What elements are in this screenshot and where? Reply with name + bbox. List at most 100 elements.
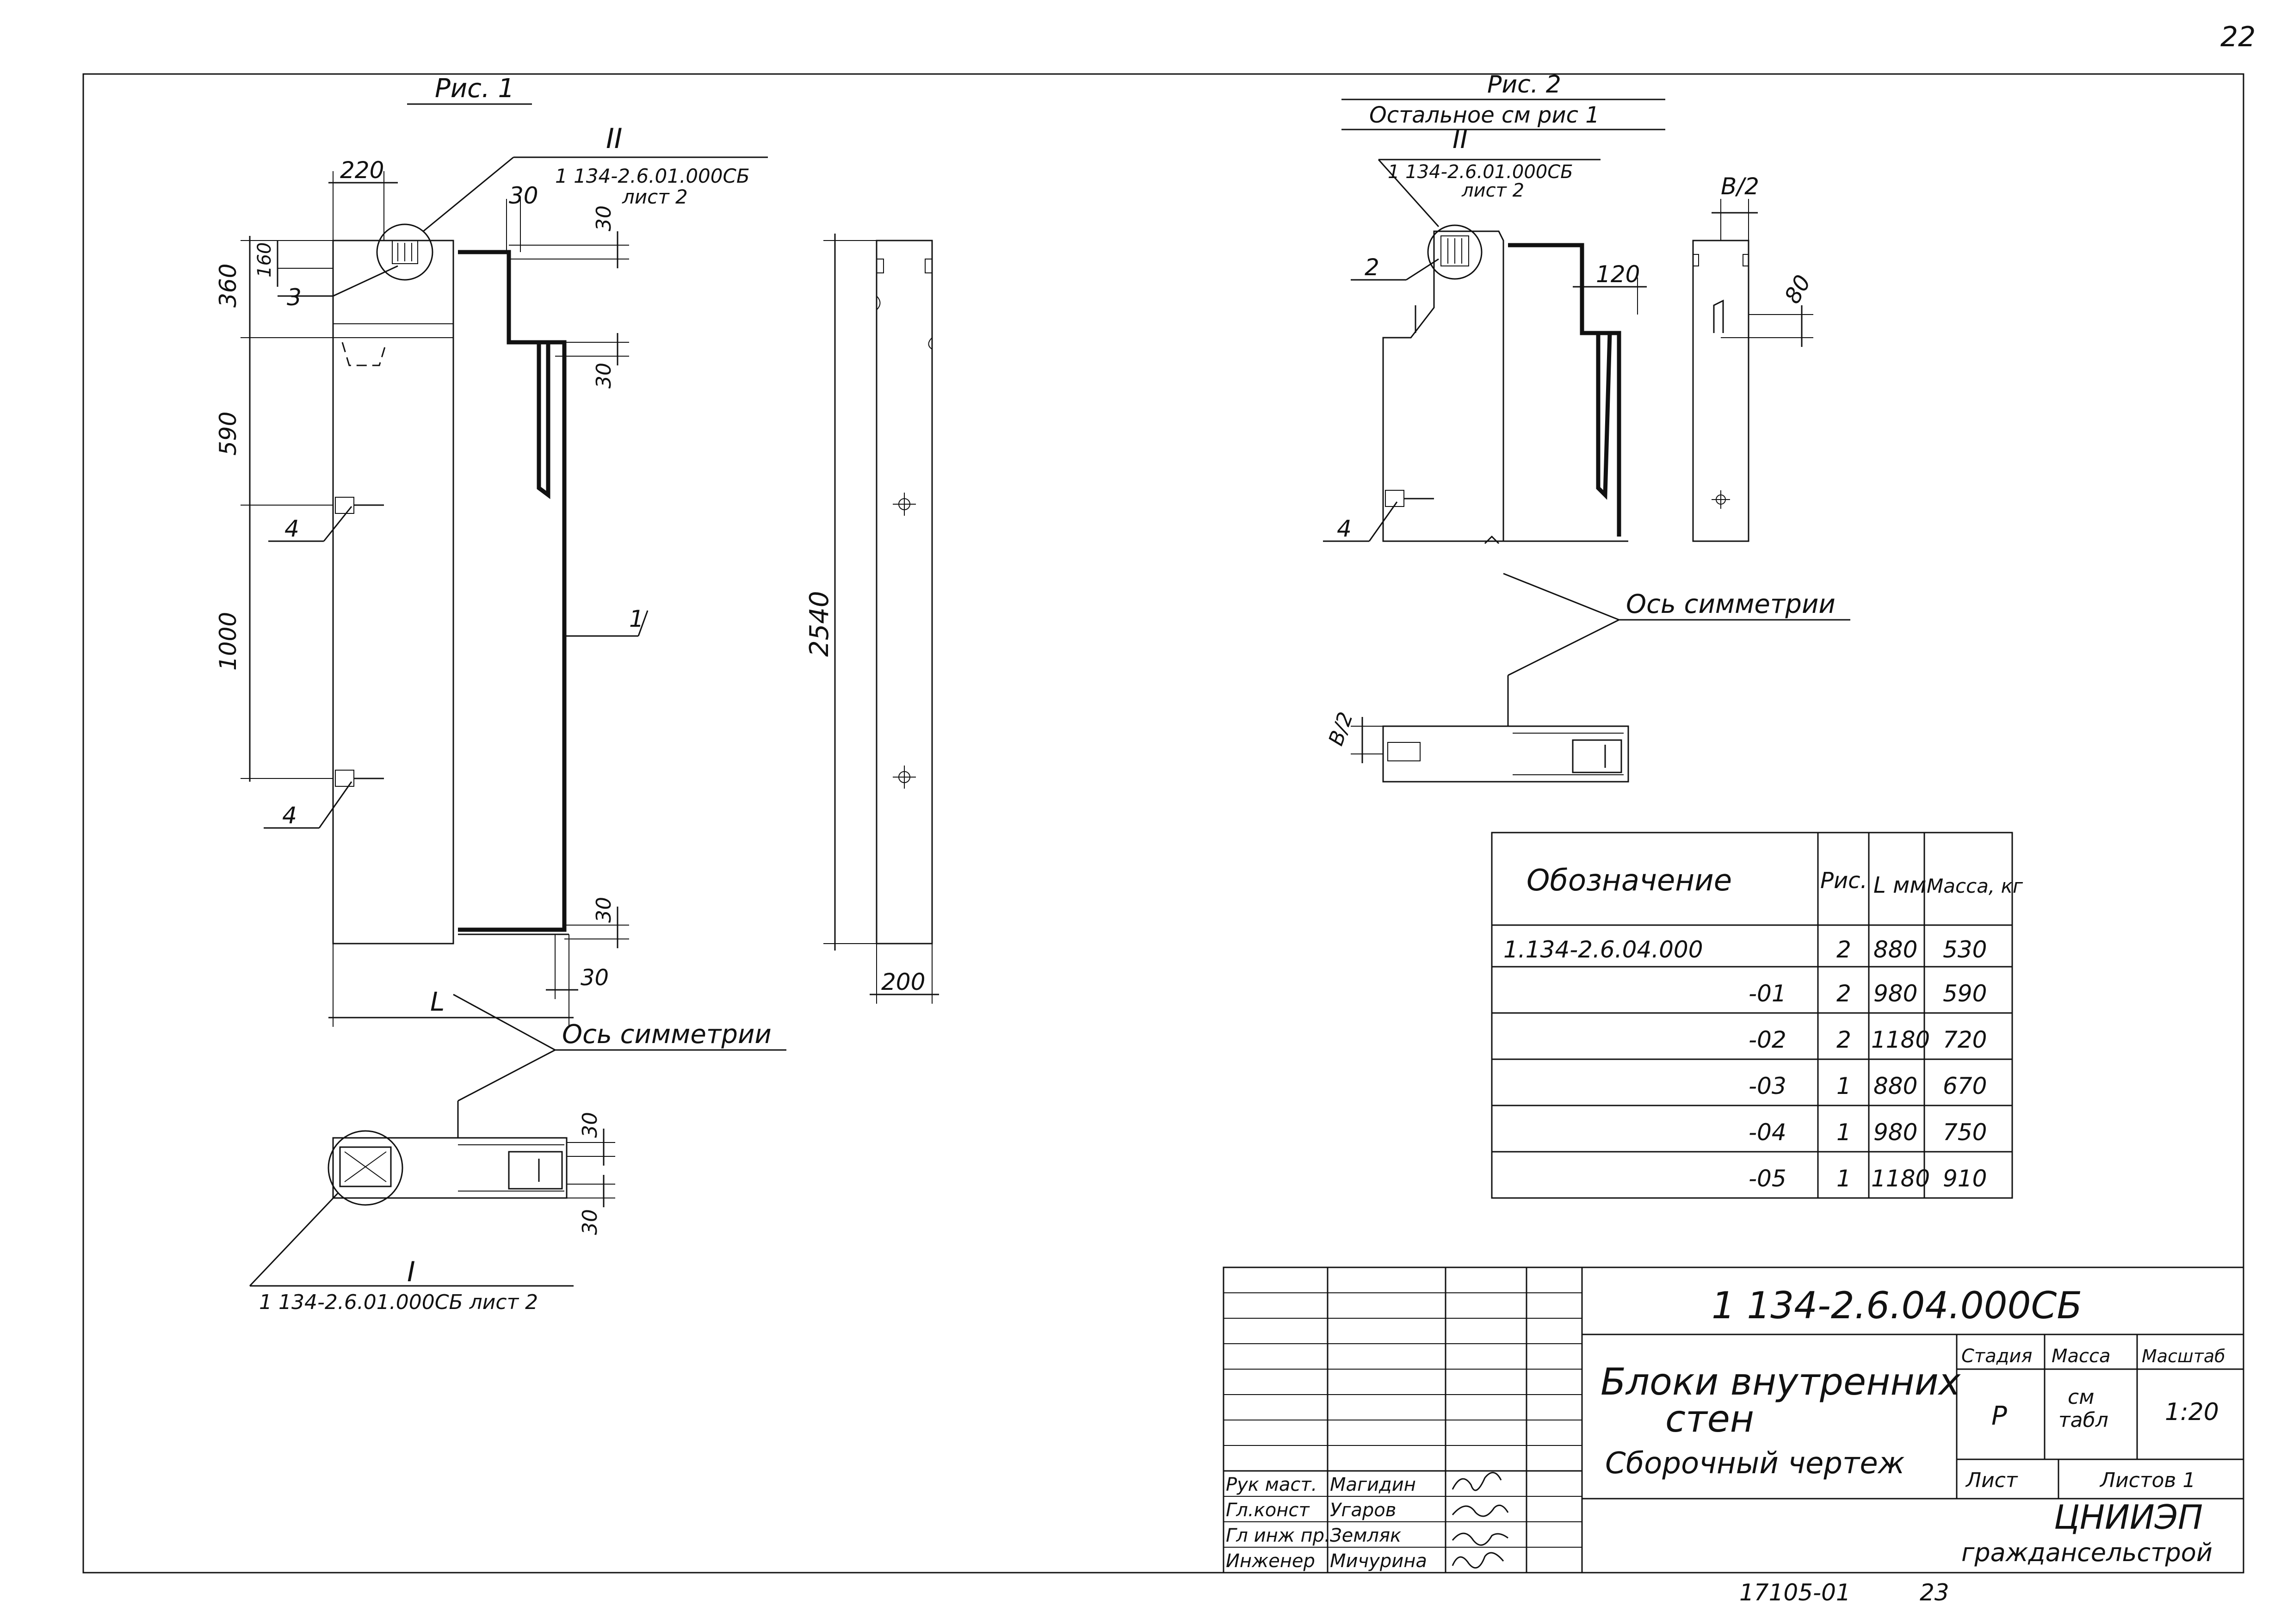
callout-3: 3 (287, 284, 302, 311)
dim-590: 590 (215, 412, 241, 456)
dim-30e: 30 (581, 965, 609, 991)
detail-i-marker (328, 1130, 403, 1206)
signature-3 (1452, 1552, 1504, 1569)
cell-r1-c1: 2 (1836, 980, 1851, 1007)
mass-value-1: см (2068, 1385, 2094, 1409)
dim-1000: 1000 (215, 612, 241, 671)
staff-name-2: Земляк (1330, 1525, 1401, 1546)
fig2-axis-label: Ось симметрии (1626, 589, 1836, 619)
cell-r3-c3: 670 (1943, 1073, 1987, 1099)
sheet-header: Лист (1965, 1469, 2018, 1492)
staff-role-0: Рук маст. (1226, 1474, 1317, 1495)
th-fig: Рис. (1820, 868, 1867, 894)
th-designation: Обозначение (1527, 864, 1732, 898)
cell-r5-c0: -05 (1749, 1165, 1786, 1192)
dim-120: 120 (1596, 261, 1640, 288)
cell-r0-c0: 1.134-2.6.04.000 (1503, 936, 1703, 963)
dim-30c: 30 (592, 363, 616, 389)
fig2-front-view (1382, 230, 1504, 542)
scale-value: 1:20 (2165, 1398, 2219, 1426)
callout-1: 1 (629, 605, 644, 632)
fig1-side-view (876, 240, 933, 945)
cell-r1-c0: -01 (1749, 980, 1786, 1007)
dim-30f: 30 (578, 1112, 602, 1138)
dim-30b: 30 (592, 205, 616, 231)
sheets-header: Листов 1 (2099, 1469, 2195, 1492)
staff-name-1: Угаров (1330, 1500, 1396, 1521)
dim-160: 160 (254, 242, 275, 278)
staff-name-0: Магидин (1330, 1474, 1416, 1495)
doc-name-line2: стен (1665, 1397, 1754, 1440)
signature-0 (1452, 1472, 1502, 1491)
cell-r4-c2: 980 (1873, 1119, 1917, 1146)
footer-page: 23 (1920, 1579, 1949, 1606)
cell-r4-c1: 1 (1836, 1119, 1851, 1146)
doc-name-line3: Сборочный чертеж (1605, 1446, 1905, 1481)
fig1-ref-code: 1 134-2.6.01.000СБ (555, 165, 750, 187)
detail-ii-marker (376, 223, 433, 281)
cell-r2-c2: 1180 (1871, 1026, 1930, 1053)
figure-1: Рис. 1 II 1 134-2.6.01.000СБ лист 2 3 (215, 74, 939, 1314)
cell-r0-c3: 530 (1943, 936, 1987, 963)
dim-360: 360 (215, 264, 241, 308)
fig1-ref-roman: II (606, 123, 622, 155)
th-length: L мм (1873, 872, 1926, 898)
fig1-bottom-ref-text: 1 134-2.6.01.000СБ лист 2 (259, 1291, 538, 1314)
callout-4a: 4 (284, 515, 299, 542)
dim-L: L (430, 987, 445, 1017)
cell-r0-c1: 2 (1836, 936, 1851, 963)
fig2-title: Рис. 2 (1487, 71, 1561, 99)
drawing-frame (82, 73, 2244, 1574)
staff-role-1: Гл.конст (1226, 1500, 1310, 1521)
mass-value-2: табл (2058, 1408, 2108, 1432)
cell-r1-c2: 980 (1873, 980, 1917, 1007)
fig1-axis-label: Ось симметрии (562, 1019, 772, 1050)
fig1-front-view (332, 240, 454, 945)
callout-4: 4 (1337, 515, 1352, 542)
spec-table: Обозначение Рис. L мм Масса, кг 1.134-2.… (1491, 832, 2023, 1199)
fig2-ref-sheet: лист 2 (1461, 180, 1524, 201)
stage-value: Р (1991, 1401, 2007, 1431)
fig2-ref-roman: II (1452, 124, 1468, 154)
mass-header: Масса (2052, 1346, 2111, 1367)
page-number: 22 (2220, 21, 2256, 53)
cell-r2-c3: 720 (1943, 1026, 1987, 1053)
dim-30d: 30 (592, 897, 616, 923)
cell-r0-c2: 880 (1873, 936, 1917, 963)
cell-r4-c0: -04 (1749, 1119, 1786, 1146)
cell-r3-c1: 1 (1836, 1073, 1851, 1099)
fig1-bottom-ref-roman: I (407, 1256, 415, 1288)
doc-code: 1 134-2.6.04.000СБ (1712, 1284, 2082, 1327)
doc-name-line1: Блоки внутренних (1601, 1360, 1961, 1403)
fig1-ref-sheet: лист 2 (622, 185, 688, 208)
staff-role-3: Инженер (1226, 1550, 1315, 1572)
fig2-subtitle: Остальное см рис 1 (1369, 102, 1600, 128)
dim-b2-top: B/2 (1721, 173, 1759, 200)
callout-4b: 4 (282, 802, 297, 829)
scale-header: Масштаб (2142, 1346, 2225, 1366)
callout-2: 2 (1365, 254, 1379, 281)
cell-r3-c0: -03 (1749, 1073, 1786, 1099)
archive-number: 17105-01 (1739, 1579, 1851, 1606)
cell-r2-c1: 2 (1836, 1026, 1851, 1053)
signature-2 (1452, 1532, 1508, 1546)
dim-30a: 30 (509, 182, 538, 209)
fig1-plan-view (332, 1137, 568, 1199)
fig1-reinforcement-bar (458, 250, 567, 932)
staff-role-2: Гл инж пр. (1226, 1525, 1330, 1546)
staff-name-3: Мичурина (1330, 1550, 1427, 1572)
cell-r3-c2: 880 (1873, 1073, 1917, 1099)
th-mass: Масса, кг (1927, 875, 2023, 897)
cell-r5-c3: 910 (1943, 1165, 1987, 1192)
dim-30g: 30 (578, 1209, 602, 1235)
cell-r5-c1: 1 (1836, 1165, 1851, 1192)
dim-200: 200 (881, 969, 925, 995)
fig2-detail-ii-marker (1427, 224, 1483, 280)
signature-1 (1452, 1504, 1509, 1517)
fig2-ref-code: 1 134-2.6.01.000СБ (1388, 161, 1573, 183)
title-block: Рук маст. Магидин Гл.конст Угаров Гл инж… (1223, 1266, 2244, 1574)
org-name-2: граждансельстрой (1961, 1538, 2213, 1567)
stage-header: Стадия (1961, 1346, 2032, 1367)
dim-b2-plan: B/2 (1324, 709, 1358, 749)
